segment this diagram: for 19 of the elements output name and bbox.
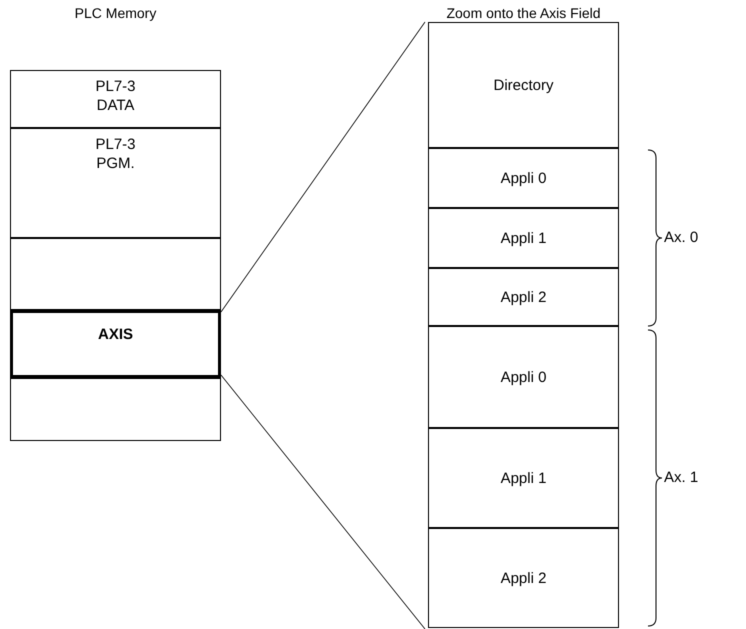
bracket-label: Ax. 1	[664, 469, 698, 486]
column-heading: PLC Memory	[74, 5, 158, 21]
column-heading: Zoom onto the Axis Field	[445, 5, 602, 21]
empty-memory-block	[10, 378, 221, 441]
bracket-label: Ax. 0	[664, 229, 698, 246]
memory-block: Appli 0	[428, 148, 619, 208]
empty-memory-block	[10, 238, 221, 310]
memory-column	[425, 5, 622, 629]
memory-block: Directory	[428, 22, 619, 148]
memory-column	[10, 5, 221, 441]
zoom-line	[220, 22, 426, 629]
memory-block: Appli 2	[428, 528, 619, 628]
memory-block: PL7-3 DATA	[10, 70, 221, 128]
memory-block: Appli 1	[428, 208, 619, 268]
memory-block: PL7-3 PGM.	[10, 128, 221, 238]
memory-block: Appli 2	[428, 268, 619, 326]
memory-block: Appli 1	[428, 428, 619, 528]
memory-block: AXIS	[10, 310, 221, 378]
memory-block: Appli 0	[428, 326, 619, 428]
